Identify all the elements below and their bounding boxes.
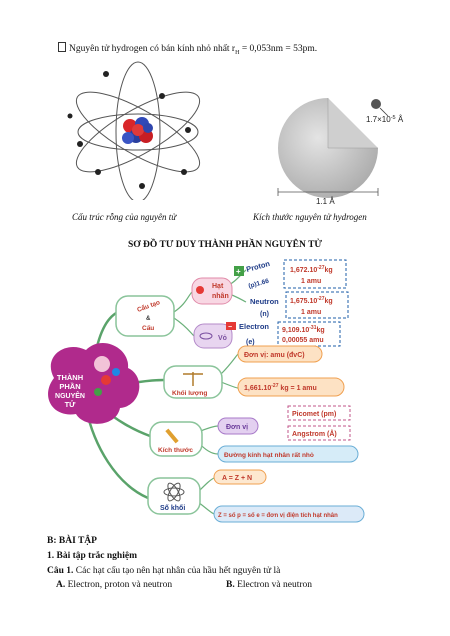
svg-text:Vỏ: Vỏ xyxy=(218,335,227,342)
svg-text:Khối lượng: Khối lượng xyxy=(172,389,207,397)
svg-text:1,675.10-27kg: 1,675.10-27kg xyxy=(290,296,333,305)
size-unit-box: Đơn vị xyxy=(217,417,259,435)
svg-text:Đơn vị: Đơn vị xyxy=(226,424,248,431)
svg-text:Picomet (pm): Picomet (pm) xyxy=(292,411,336,418)
svg-text:(n): (n) xyxy=(260,311,269,318)
option-b: B. Electron và neutron xyxy=(226,580,313,590)
branch-structure: Cấu tạo & Cấu xyxy=(115,295,175,337)
svg-text:0,00055 amu: 0,00055 amu xyxy=(282,337,324,344)
left-caption: Cấu trúc rỗng của nguyên tử xyxy=(72,212,177,222)
shell-node: Vỏ xyxy=(193,323,233,349)
svg-text:TỬ: TỬ xyxy=(65,400,77,409)
symbol-box-icon xyxy=(58,42,66,52)
electron-label: − Electron (e) xyxy=(226,322,269,346)
svg-text:Neutron: Neutron xyxy=(250,297,279,306)
svg-text:Hạt: Hạt xyxy=(212,283,224,290)
svg-text:1 amu: 1 amu xyxy=(301,278,321,285)
formula-z-box: Z = số p = số e = đơn vị điện tích hạt n… xyxy=(213,505,365,523)
branch-mass-number: Số khối xyxy=(147,477,201,515)
atom-structure-illustration xyxy=(67,61,201,200)
nucleus-node: Hạt nhân xyxy=(191,277,233,305)
proton-label: + Proton (p)1.66 xyxy=(234,259,271,290)
svg-text:Kích thước: Kích thước xyxy=(158,447,193,454)
neutron-label: Neutron (n) xyxy=(250,297,279,318)
electron-mass-box: 9,109.10-31kg 0,00055 amu xyxy=(277,321,341,347)
option-a: A. Electron, proton và neutron xyxy=(56,580,173,590)
svg-text:(p)1.66: (p)1.66 xyxy=(248,278,270,290)
svg-text:(e): (e) xyxy=(246,339,255,346)
svg-text:9,109.10-31kg: 9,109.10-31kg xyxy=(282,325,325,334)
branch-mass: Khối lượng xyxy=(163,365,223,399)
diameter-label: 1.1 Å xyxy=(316,197,335,206)
subsection-heading: 1. Bài tập trắc nghiệm xyxy=(47,551,137,561)
svg-text:+: + xyxy=(236,267,241,276)
svg-text:1 amu: 1 amu xyxy=(301,309,321,316)
right-caption: Kích thước nguyên tử hydrogen xyxy=(253,212,367,222)
picometer-box: Picomet (pm) xyxy=(287,405,351,421)
hydrogen-size-illustration: 1.7×10-5 Å 1.1 Å xyxy=(277,98,404,206)
svg-text:Z = số p = số e = đơn vị điện: Z = số p = số e = đơn vị điện tích hạt n… xyxy=(218,512,338,519)
formula-a-box: A = Z + N xyxy=(213,469,267,485)
svg-text:A = Z + N: A = Z + N xyxy=(222,475,252,482)
svg-text:PHẦN: PHẦN xyxy=(59,381,80,391)
center-node: THÀNH PHẦN NGUYÊN TỬ xyxy=(48,343,140,424)
question-1: Câu 1. Các hạt cấu tạo nên hạt nhân của … xyxy=(47,566,281,576)
radius-label: 1.7×10-5 Å xyxy=(366,115,404,124)
branch-size: Kích thước xyxy=(149,421,203,457)
svg-text:Electron: Electron xyxy=(239,322,269,331)
svg-text:1,661.10-27 kg = 1 amu: 1,661.10-27 kg = 1 amu xyxy=(244,383,317,392)
proton-mass-box: 1,672.10-27kg 1 amu xyxy=(283,259,347,289)
mass-value-box: 1,661.10-27 kg = 1 amu xyxy=(237,377,345,397)
neutron-mass-box: 1,675.10-27kg 1 amu xyxy=(285,291,349,319)
mass-unit-box: Đơn vị: amu (đvC) xyxy=(237,345,323,363)
svg-text:THÀNH: THÀNH xyxy=(57,373,83,382)
svg-text:Đường kính hạt nhân rất nhỏ: Đường kính hạt nhân rất nhỏ xyxy=(224,451,314,459)
mindmap: THÀNH PHẦN NGUYÊN TỬ Cấu tạo & Cấu Hạt n… xyxy=(48,259,365,523)
angstrom-box: Angstrom (Å) xyxy=(287,425,351,441)
svg-text:Angstrom (Å): Angstrom (Å) xyxy=(292,429,337,438)
svg-text:Số khối: Số khối xyxy=(160,504,185,512)
svg-text:Proton: Proton xyxy=(245,259,271,274)
intro-line: Nguyên tử hydrogen có bán kính nhỏ nhất … xyxy=(58,42,317,56)
svg-text:&: & xyxy=(146,316,151,322)
section-heading: B: BÀI TẬP xyxy=(47,536,97,546)
size-note-box: Đường kính hạt nhân rất nhỏ xyxy=(217,445,359,463)
mindmap-title: SƠ ĐỒ TƯ DUY THÀNH PHẦN NGUYÊN TỬ xyxy=(128,240,322,250)
svg-text:1,672.10-27kg: 1,672.10-27kg xyxy=(290,265,333,274)
svg-text:Đơn vị: amu (đvC): Đơn vị: amu (đvC) xyxy=(244,352,305,359)
svg-text:Cấu: Cấu xyxy=(142,324,154,332)
svg-text:−: − xyxy=(228,324,232,331)
svg-text:nhân: nhân xyxy=(212,293,229,300)
svg-text:NGUYÊN: NGUYÊN xyxy=(55,391,85,400)
